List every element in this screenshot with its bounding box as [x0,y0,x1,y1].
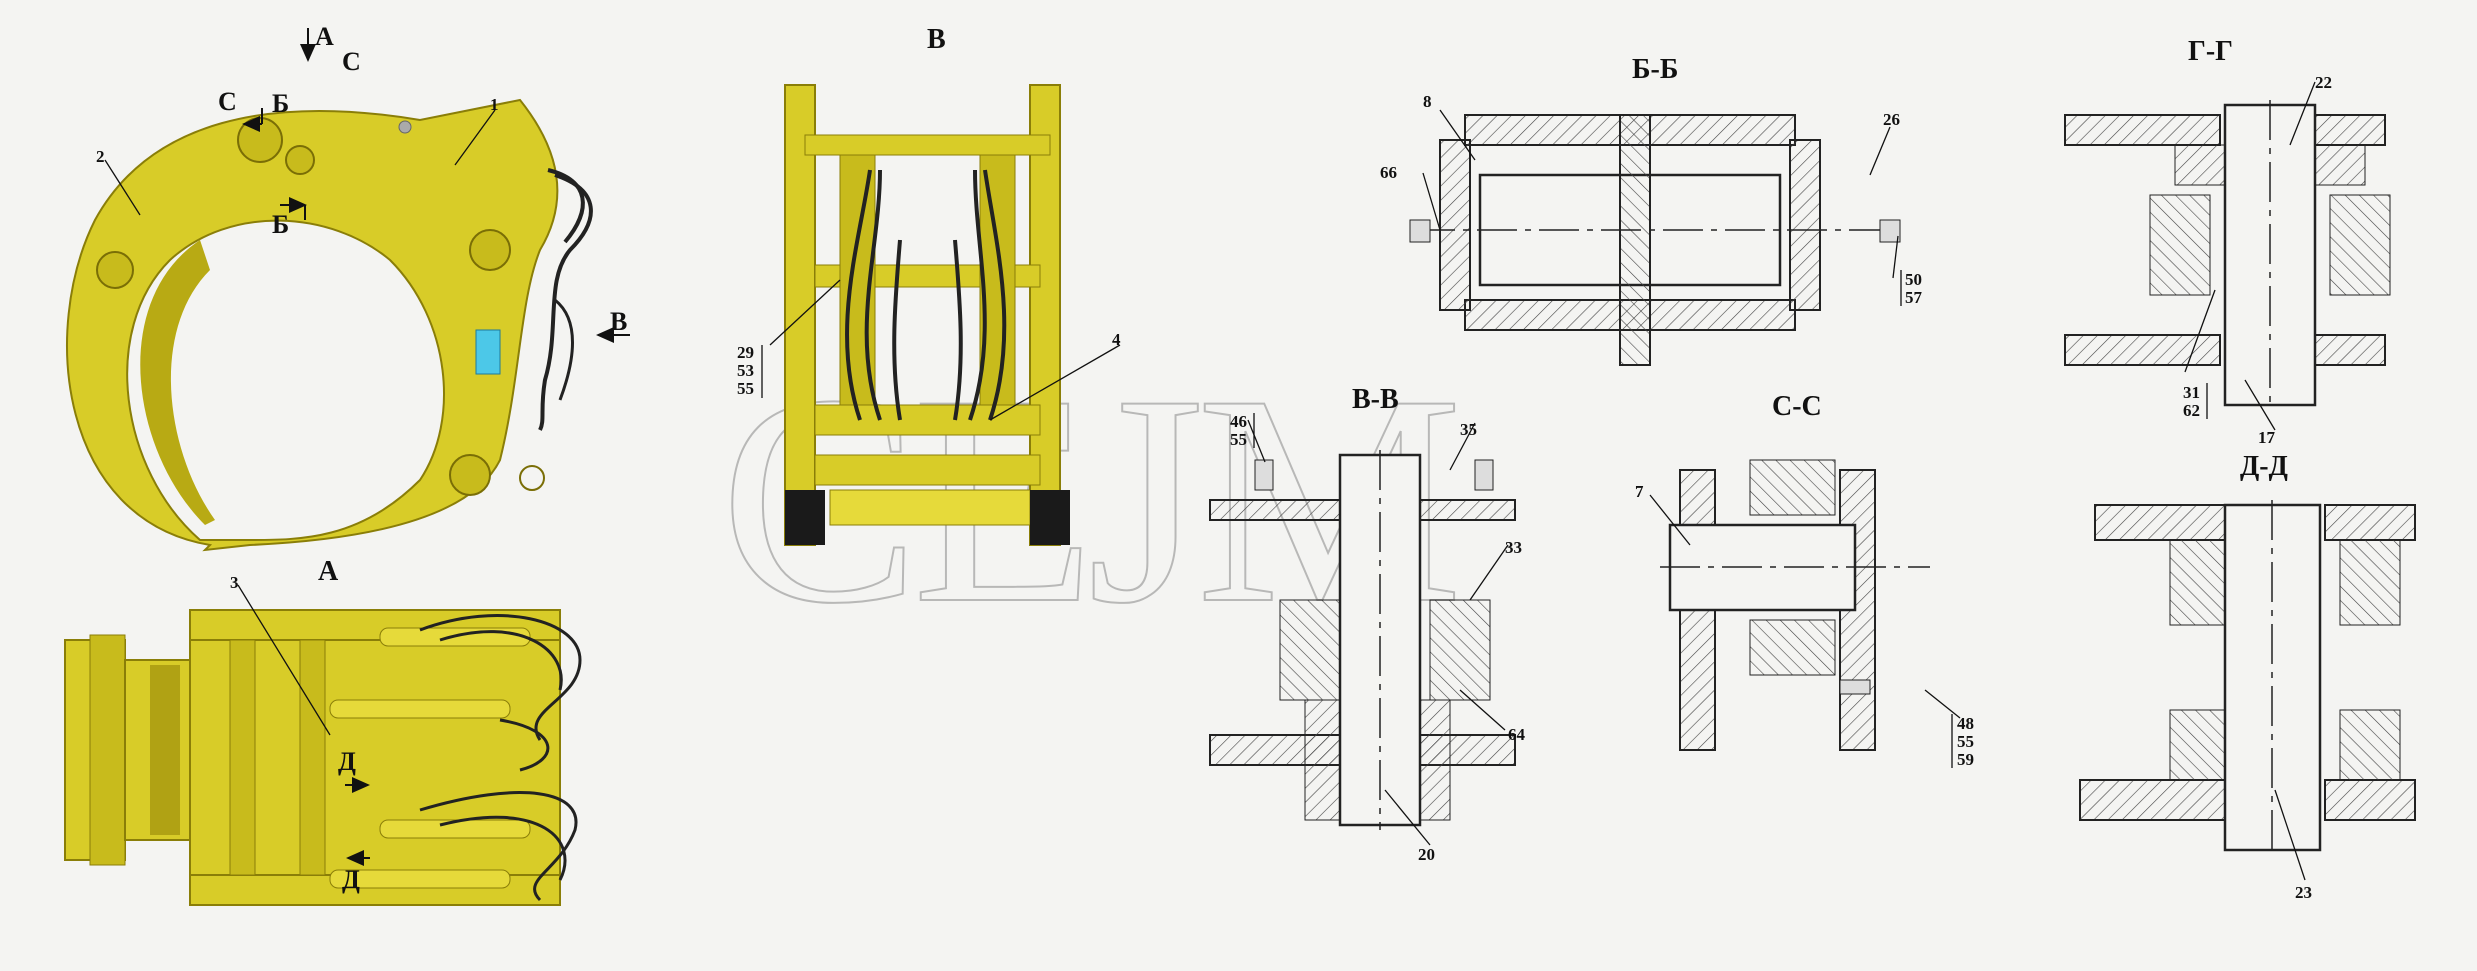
part-23: 23 [2295,883,2312,902]
part-2: 2 [96,147,105,166]
group-29: 29 [737,343,754,362]
direction-arrows [242,28,630,866]
marker-d-top: Д [338,747,356,776]
group-55c: 55 [1957,732,1974,751]
marker-d-bottom: Д [342,865,360,894]
group-55b: 55 [1230,430,1247,449]
grapple-top-view [64,609,582,906]
marker-a: А [315,22,334,51]
marker-v: В [610,307,627,336]
part-8: 8 [1423,92,1432,111]
section-dd [2079,500,2416,855]
part-33: 33 [1505,538,1522,557]
group-59: 59 [1957,750,1974,769]
group-31: 31 [2183,383,2200,402]
marker-b-top: Б [272,89,289,118]
part-20: 20 [1418,845,1435,864]
section-title-a: А [318,556,339,587]
section-vv [1209,450,1516,830]
group-57: 57 [1905,288,1923,307]
section-title-bb: Б-Б [1632,54,1678,85]
section-title-gg: Г-Г [2188,36,2233,67]
marker-b-bottom: Б [272,210,289,239]
group-48: 48 [1957,714,1974,733]
group-53: 53 [737,361,754,380]
section-title-cc: С-С [1772,391,1822,422]
section-title-dd: Д-Д [2240,451,2288,482]
part-22: 22 [2315,73,2332,92]
group-62: 62 [2183,401,2200,420]
group-50: 50 [1905,270,1922,289]
part-1: 1 [490,95,499,114]
part-leaders [104,81,2316,881]
section-gg [2064,100,2391,410]
part-numbers: 1 2 3 4 7 8 17 20 22 23 26 33 35 64 66 2… [96,73,2332,902]
part-3: 3 [230,573,239,592]
part-64: 64 [1508,725,1526,744]
part-66: 66 [1380,163,1397,182]
marker-c-top: С [342,47,361,76]
section-cc [1660,459,1930,751]
part-7: 7 [1635,482,1644,501]
part-35: 35 [1460,420,1477,439]
label-plate [475,329,501,375]
grapple-side-view [66,98,593,552]
part-17: 17 [2258,428,2276,447]
section-title-v: В [927,24,946,55]
front-view-v [784,84,1070,546]
section-title-vv: В-В [1352,384,1399,415]
marker-c-left: С [218,87,237,116]
part-26: 26 [1883,110,1900,129]
part-4: 4 [1112,330,1121,349]
group-46: 46 [1230,412,1247,431]
section-bb [1409,114,1901,366]
group-55: 55 [737,379,754,398]
